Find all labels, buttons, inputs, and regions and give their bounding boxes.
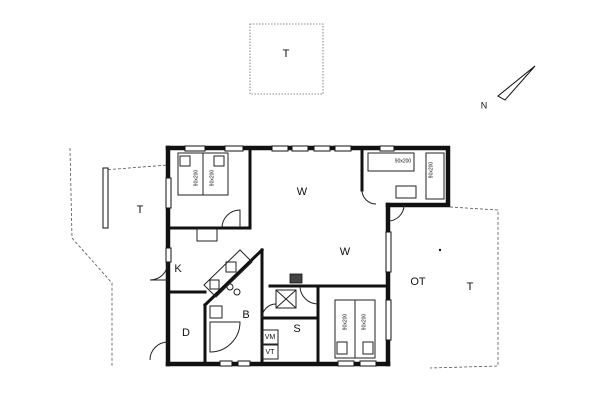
windows [165,145,395,367]
storage-s-label: S [293,323,300,335]
laundry-appliances [261,329,279,360]
shower [275,289,297,309]
bed-topright-v-size: 90x200 [428,162,434,179]
bathroom-fixtures [209,305,241,353]
compass-north-label: N [481,100,488,110]
living-room-1-label: W [297,186,308,198]
bed-left-b-size: 90x200 [209,170,215,187]
kitchen-label: K [174,263,182,275]
bed-topright-h-size: 90x200 [395,158,412,164]
terrace-right-label: T [467,281,474,293]
dryer-label: VT [266,349,276,356]
terrace-left-rail [102,167,109,229]
living-room-2-label: W [340,246,351,258]
terrace-right-boundary [429,206,499,369]
washer-label: VM [265,334,276,341]
bed-left-a-size: 90x200 [193,170,199,187]
storage-d-label: D [182,327,190,339]
terrace-left-edge [102,164,169,171]
compass-icon [497,65,536,101]
covered-terrace-label: OT [410,276,426,288]
doors [149,189,405,361]
marker-dot [438,248,442,252]
bed-left [177,152,229,242]
terrace-left-boundary [69,147,113,366]
bed-topright [367,152,445,200]
bed-bottom-a-size: 90x200 [342,314,348,331]
stove-icon [289,273,303,284]
terrace-left-label: T [137,204,144,216]
terrace-top-label: T [283,48,290,60]
terrace-top-outline [249,23,324,95]
bathroom-label: B [242,309,249,321]
bed-bottom [334,299,376,359]
bed-bottom-b-size: 90x200 [361,314,367,331]
kitchen-counter [203,249,253,298]
